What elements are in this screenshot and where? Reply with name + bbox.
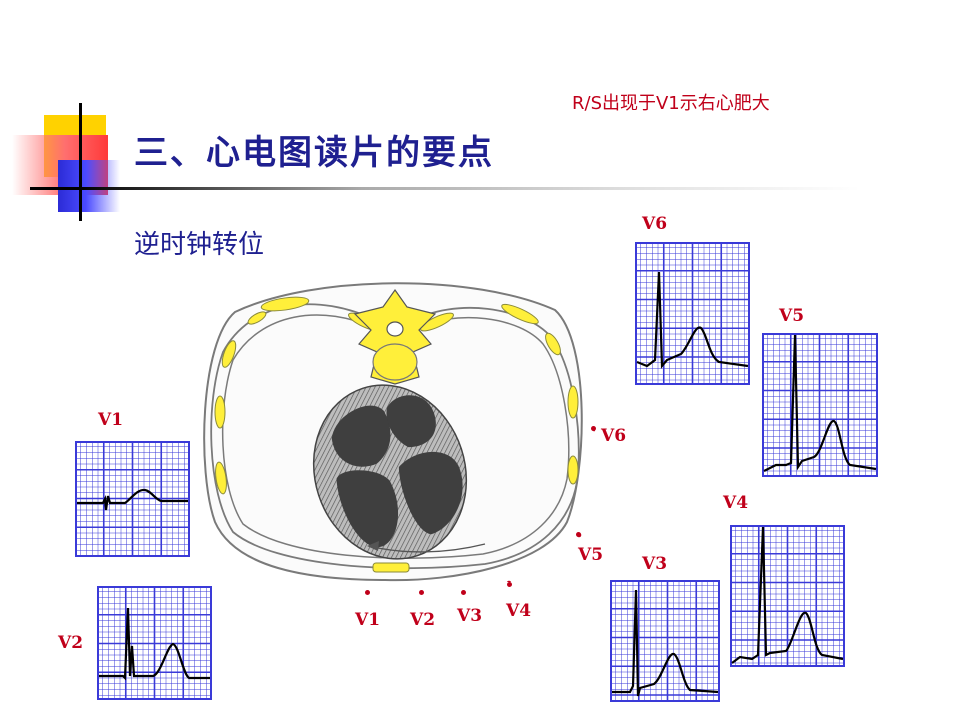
- ecg-waveform-v3: [612, 589, 719, 697]
- ecg-label-v6: V6: [642, 214, 668, 234]
- ecg-label-v1: V1: [98, 410, 124, 430]
- ecg-grid: [610, 580, 720, 702]
- vertebra: [353, 288, 437, 385]
- ecg-waveform-v1: [77, 488, 188, 511]
- ecg-strip-v5: [762, 333, 878, 477]
- electrode-label-v3: V3: [457, 606, 483, 626]
- heart: [312, 384, 468, 560]
- electrode-point-v1: [365, 590, 370, 595]
- rotation-arrow: [372, 543, 486, 553]
- ecg-label-v2: V2: [58, 633, 84, 653]
- ecg-waveform-v6: [636, 271, 749, 369]
- ecg-waveform-v2: [99, 607, 210, 681]
- ecg-waveform-v4: [731, 526, 844, 664]
- ecg-label-v3: V3: [642, 554, 668, 574]
- ecg-grid: [97, 586, 212, 700]
- title-underline: [30, 187, 860, 190]
- ecg-label-v4: V4: [723, 493, 749, 513]
- electrode-label-v5: V5: [578, 545, 604, 565]
- ecg-grid: [730, 525, 845, 667]
- electrode-label-v4: V4: [506, 601, 532, 621]
- ecg-grid: [762, 333, 878, 477]
- electrode-point-v4: [507, 582, 512, 587]
- electrode-point-v5: [576, 532, 581, 537]
- ecg-label-v5: V5: [779, 306, 805, 326]
- ecg-strip-v6: [635, 242, 750, 385]
- electrode-point-v6: [591, 426, 596, 431]
- rib-cage-inner: [221, 314, 570, 559]
- section-subtitle: 逆时钟转位: [134, 230, 265, 260]
- electrode-label-v2: V2: [410, 610, 436, 630]
- electrode-label-v6: V6: [601, 426, 627, 446]
- ecg-waveform-v5: [763, 334, 877, 472]
- page-title: 三、心电图读片的要点: [134, 133, 494, 173]
- decorative-vertical-line: [79, 103, 82, 221]
- ecg-strip-v3: [610, 580, 720, 702]
- chest-cross-section-diagram: [203, 282, 595, 582]
- ecg-grid: [75, 441, 190, 557]
- ecg-strip-v2: [97, 586, 212, 700]
- ecg-strip-v1: [75, 441, 190, 557]
- electrode-point-v3: [461, 590, 466, 595]
- electrode-point-v2: [419, 590, 424, 595]
- rotation-arrow-head: [367, 541, 379, 551]
- ecg-strip-v4: [730, 525, 845, 667]
- decorative-blue-square: [58, 160, 120, 212]
- electrode-label-v1: V1: [355, 610, 381, 630]
- ecg-grid: [635, 242, 750, 385]
- annotation-note: R/S出现于V1示右心肥大: [572, 93, 770, 114]
